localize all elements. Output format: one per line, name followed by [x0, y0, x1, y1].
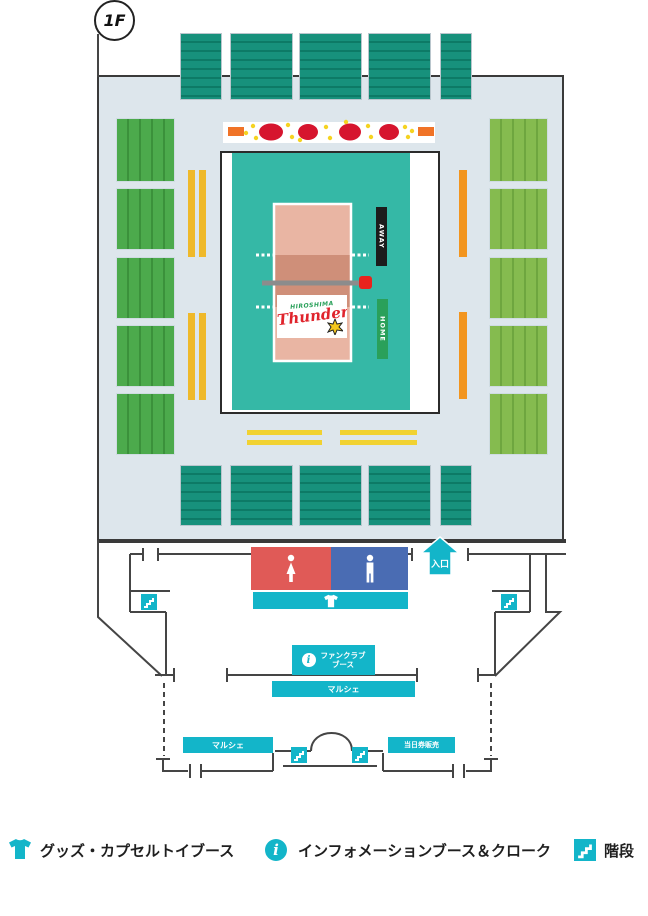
stairs-icon — [291, 747, 307, 763]
star-mascot-icon — [327, 319, 343, 335]
seat-block — [368, 33, 431, 100]
seat-block — [489, 257, 548, 319]
seat-block — [299, 465, 362, 526]
aisle-stripe — [340, 430, 417, 435]
entrance-marker: 入口 — [418, 536, 462, 576]
marche-booth-lower: マルシェ — [183, 737, 273, 753]
fan-club-booth: i ファンクラブ ブース — [292, 645, 375, 675]
goods-booth-bar — [253, 592, 408, 609]
seat-block — [116, 393, 175, 455]
info-icon: i — [265, 839, 287, 861]
away-bench-sign: AWAY — [376, 207, 387, 266]
stairs-icon — [501, 594, 517, 610]
seat-block — [440, 465, 472, 526]
seat-block — [180, 465, 222, 526]
seat-block — [116, 257, 175, 319]
legend-stairs-label: 階段 — [604, 842, 635, 860]
seat-block — [368, 465, 431, 526]
floor-badge: 1F — [94, 0, 135, 41]
seat-block — [116, 118, 175, 182]
seat-block — [489, 325, 548, 387]
seat-block — [440, 33, 472, 100]
fan-club-label-line2: ブース — [331, 660, 355, 669]
aisle-stripe — [247, 430, 322, 435]
aisle-stripe — [459, 312, 467, 399]
aisle-stripe — [188, 170, 195, 257]
stairs-icon — [352, 747, 368, 763]
aisle-stripe — [247, 440, 322, 445]
tshirt-icon — [323, 594, 338, 607]
legend-info-label: インフォメーションブース＆クローク — [298, 842, 552, 860]
aisle-stripe — [188, 313, 195, 400]
legend-goods — [4, 836, 36, 864]
legend-goods-label: グッズ・カプセルトイブース — [40, 842, 235, 860]
info-icon: i — [301, 653, 316, 667]
aisle-stripe — [459, 170, 467, 257]
restroom-women — [251, 547, 331, 590]
seat-block — [489, 393, 548, 455]
seat-block — [180, 33, 222, 100]
fan-club-label-line1: ファンクラブ — [320, 651, 366, 660]
marche-booth-main: マルシェ — [272, 681, 415, 697]
tshirt-icon — [9, 839, 31, 859]
aisle-stripe — [199, 170, 206, 257]
stairs-icon — [141, 594, 157, 610]
center-court-logo: HIROSHIMA Thunders — [277, 295, 347, 338]
seat-block — [489, 188, 548, 250]
aisle-stripe — [340, 440, 417, 445]
seat-block — [489, 118, 548, 182]
seat-block — [116, 325, 175, 387]
entrance-label: 入口 — [430, 560, 449, 570]
seat-block — [230, 33, 293, 100]
seat-block — [230, 465, 293, 526]
home-bench-sign: HOME — [377, 299, 388, 359]
arrow-up-icon — [418, 536, 462, 576]
net-post-marker — [359, 276, 372, 289]
stairs-icon — [574, 839, 596, 861]
seat-block — [116, 188, 175, 250]
female-icon — [286, 554, 296, 582]
aisle-stripe — [199, 313, 206, 400]
male-icon — [366, 554, 373, 582]
restroom-men — [331, 547, 408, 590]
day-ticket-booth: 当日券販売 — [388, 737, 455, 753]
seat-block — [299, 33, 362, 100]
